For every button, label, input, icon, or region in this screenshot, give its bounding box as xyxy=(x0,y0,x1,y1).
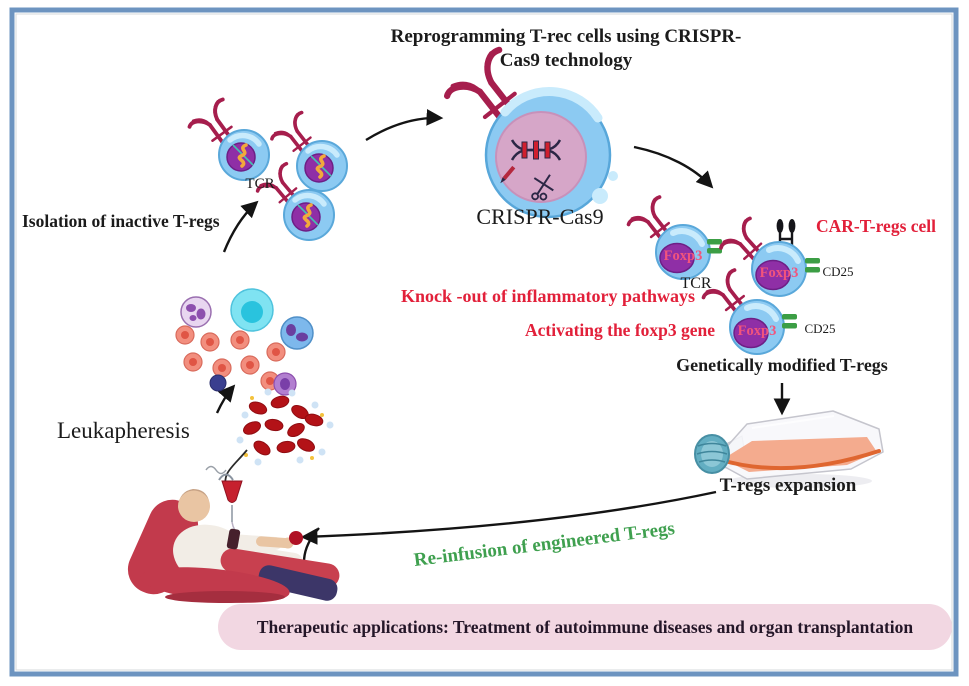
red-blood-cells-cluster xyxy=(236,388,334,466)
tcr-label-modified: TCR xyxy=(680,275,711,292)
inner-frame-line xyxy=(15,13,953,671)
activation-label: Activating the foxp3 gene xyxy=(525,320,715,340)
blood-bag-icon xyxy=(221,480,243,503)
arrow-tregs-to-crispr xyxy=(365,109,444,142)
knockout-label: Knock -out of inflammatory pathways xyxy=(401,286,695,306)
dna-icon xyxy=(510,139,562,161)
car-tregs-label: CAR-T-regs cell xyxy=(816,216,936,236)
expansion-label: T-regs expansion xyxy=(720,475,857,496)
culture-flask: T-regs expansion xyxy=(694,410,884,496)
cd25-label-bottom: CD25 xyxy=(804,321,835,336)
foxp3-label: Foxp3 xyxy=(738,323,777,339)
patient-head xyxy=(178,490,210,522)
tcr-label: TCR xyxy=(245,176,274,192)
car-treg-cell: Foxp3 xyxy=(716,215,820,296)
arm-cuff xyxy=(226,528,241,550)
crispr-label: CRISPR-Cas9 xyxy=(476,204,603,229)
leukocyte-cluster xyxy=(175,288,314,396)
scissors-icon xyxy=(531,174,554,201)
arrow-cluster-to-tregs xyxy=(222,200,259,253)
isolation-label: Isolation of inactive T-regs xyxy=(22,211,220,231)
modified-treg-cells: Foxp3 Foxp3 Foxp3 TCR CD25 CD25 CAR-T-re… xyxy=(401,194,936,375)
modified-treg-cell-2: Foxp3 xyxy=(699,267,797,354)
chair-back xyxy=(127,499,199,595)
foxp3-label: Foxp3 xyxy=(760,265,799,281)
therapeutic-label: Therapeutic applications: Treatment of a… xyxy=(257,617,914,637)
arrow-flask-to-patient xyxy=(300,490,717,545)
cd25-label-top: CD25 xyxy=(822,264,853,279)
arrow-crispr-to-modified xyxy=(633,145,714,189)
crispr-cell: CRISPR-Cas9 xyxy=(443,48,618,229)
leukapheresis-label: Leukapheresis xyxy=(57,418,190,443)
figure-title-line2: Cas9 technology xyxy=(500,50,633,71)
footrest xyxy=(258,565,338,601)
arrow-blood-to-cluster xyxy=(215,384,236,414)
squeeze-ball xyxy=(289,531,303,545)
figure-title-line1: Reprogramming T-rec cells using CRISPR- xyxy=(391,26,742,47)
modified-tregs-label: Genetically modified T-regs xyxy=(676,355,888,375)
modified-treg-cell-1: Foxp3 xyxy=(624,194,722,279)
foxp3-label: Foxp3 xyxy=(664,248,703,264)
therapeutic-banner xyxy=(218,604,952,650)
patient-chair-illustration xyxy=(127,449,340,603)
pen-tool-icon xyxy=(500,165,516,184)
inactive-treg-cells: TCR xyxy=(185,96,347,240)
